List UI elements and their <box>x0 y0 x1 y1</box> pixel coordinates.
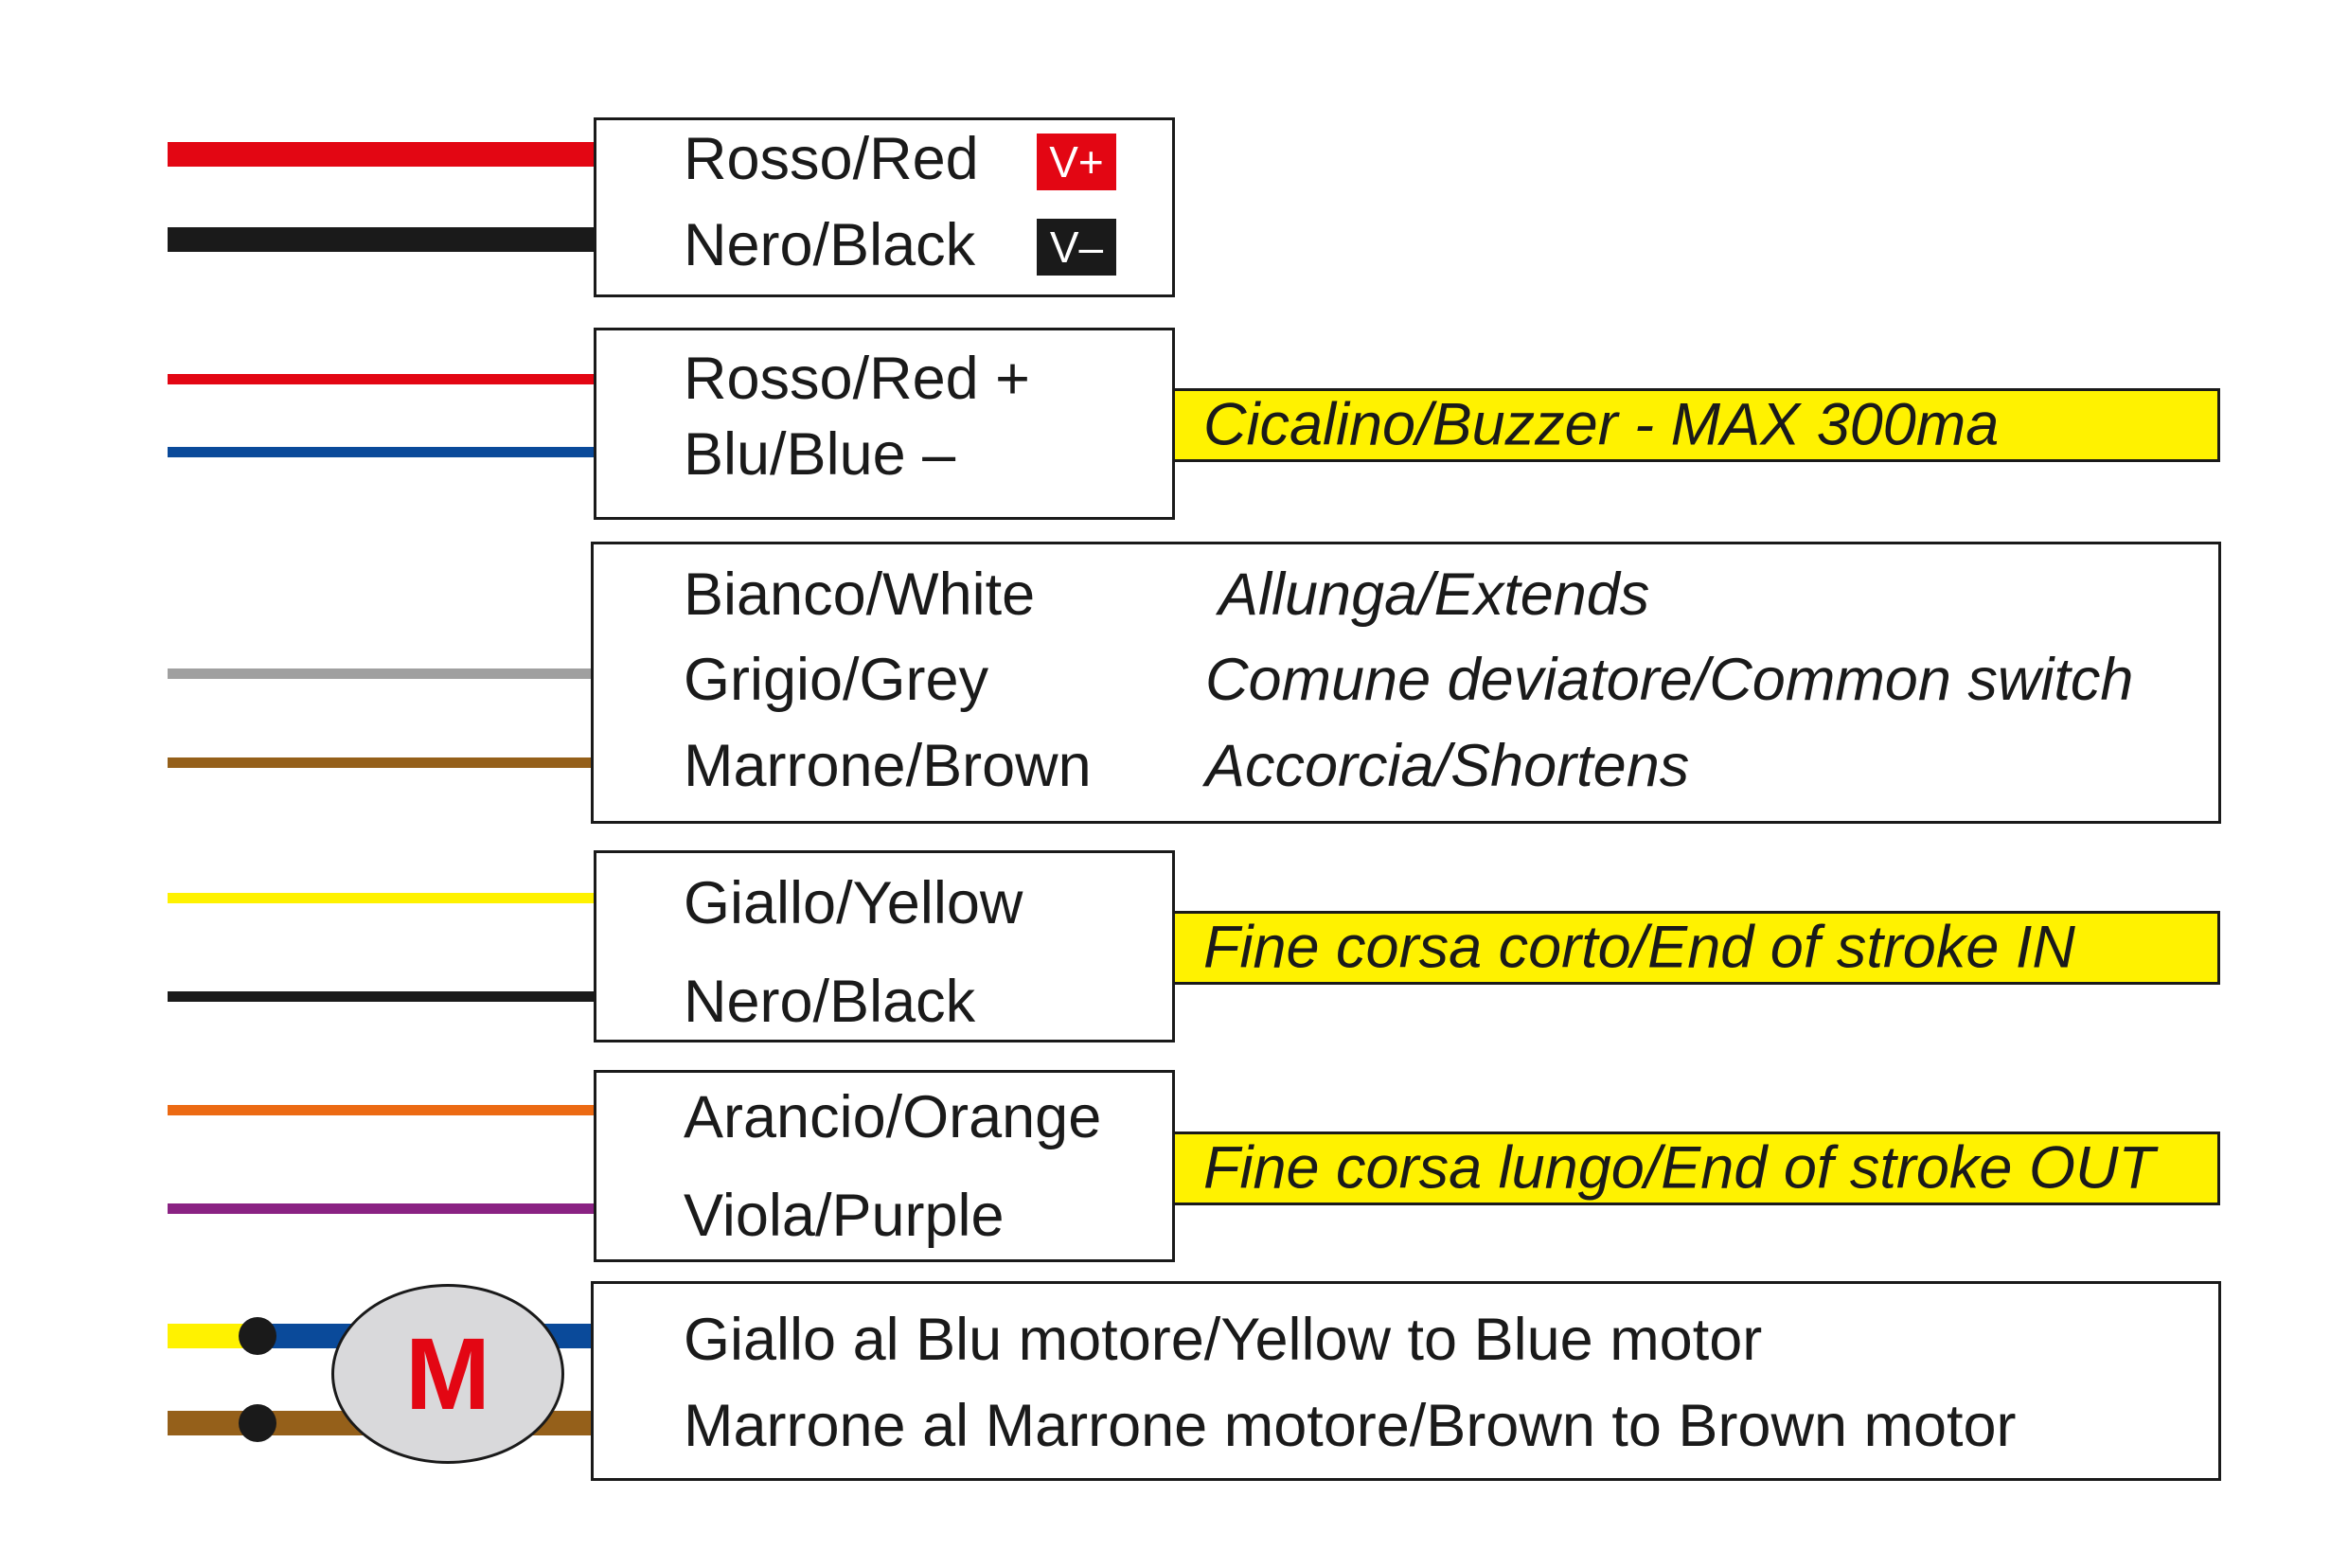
switch-box: Bianco/White Allunga/Extends Grigio/Grey… <box>591 542 2221 824</box>
motor-box: Giallo al Blu motore/Yellow to Blue moto… <box>591 1281 2221 1481</box>
switch-brown-label: Marrone/Brown <box>684 733 1092 799</box>
wire-black-end-in <box>168 991 594 1002</box>
v-plus-badge: V+ <box>1037 134 1116 190</box>
buzzer-tag: Cicalino/Buzzer - MAX 300ma <box>1172 388 2220 462</box>
wire-blue-buzzer <box>168 447 594 457</box>
power-black-label: Nero/Black <box>684 212 976 278</box>
end-out-box: Arancio/Orange Viola/Purple <box>594 1070 1175 1262</box>
buzzer-blue-label: Blu/Blue – <box>684 421 956 488</box>
motor-line-1: Giallo al Blu motore/Yellow to Blue moto… <box>684 1307 1763 1373</box>
end-in-yellow-label: Giallo/Yellow <box>684 870 1023 936</box>
end-in-tag: Fine corsa corto/End of stroke IN <box>1172 911 2220 985</box>
end-out-tag-text: Fine corsa lungo/End of stroke OUT <box>1203 1134 2155 1202</box>
switch-common-label: Comune deviatore/Common switch <box>1205 647 2134 713</box>
power-red-label: Rosso/Red <box>684 126 979 192</box>
junction-dot-yellow <box>239 1317 276 1355</box>
v-minus-badge: V– <box>1037 219 1116 276</box>
wire-yellow-end-in <box>168 893 594 903</box>
switch-white-label: Bianco/White <box>684 561 1036 628</box>
wire-orange-end-out <box>168 1105 594 1115</box>
power-box: Rosso/Red V+ Nero/Black V– <box>594 117 1175 297</box>
wire-red-buzzer <box>168 374 594 384</box>
end-out-orange-label: Arancio/Orange <box>684 1084 1102 1150</box>
buzzer-box: Rosso/Red + Blu/Blue – <box>594 328 1175 520</box>
end-in-tag-text: Fine corsa corto/End of stroke IN <box>1203 914 2075 981</box>
wire-red-power <box>168 142 594 167</box>
motor-icon: M <box>331 1284 564 1464</box>
switch-grey-label: Grigio/Grey <box>684 647 989 713</box>
switch-extends-label: Allunga/Extends <box>1218 561 1650 628</box>
motor-line-2: Marrone al Marrone motore/Brown to Brown… <box>684 1393 2017 1459</box>
motor-symbol: M <box>405 1316 490 1431</box>
junction-dot-brown <box>239 1404 276 1442</box>
wire-grey-switch <box>168 668 594 679</box>
end-out-purple-label: Viola/Purple <box>684 1183 1005 1249</box>
end-in-black-label: Nero/Black <box>684 969 976 1035</box>
buzzer-red-label: Rosso/Red + <box>684 346 1030 412</box>
wire-brown-switch <box>168 757 594 768</box>
buzzer-tag-text: Cicalino/Buzzer - MAX 300ma <box>1203 391 2000 458</box>
end-out-tag: Fine corsa lungo/End of stroke OUT <box>1172 1131 2220 1205</box>
wire-black-power <box>168 227 594 252</box>
switch-shortens-label: Accorcia/Shortens <box>1205 733 1690 799</box>
end-in-box: Giallo/Yellow Nero/Black <box>594 850 1175 1042</box>
wire-purple-end-out <box>168 1203 594 1214</box>
